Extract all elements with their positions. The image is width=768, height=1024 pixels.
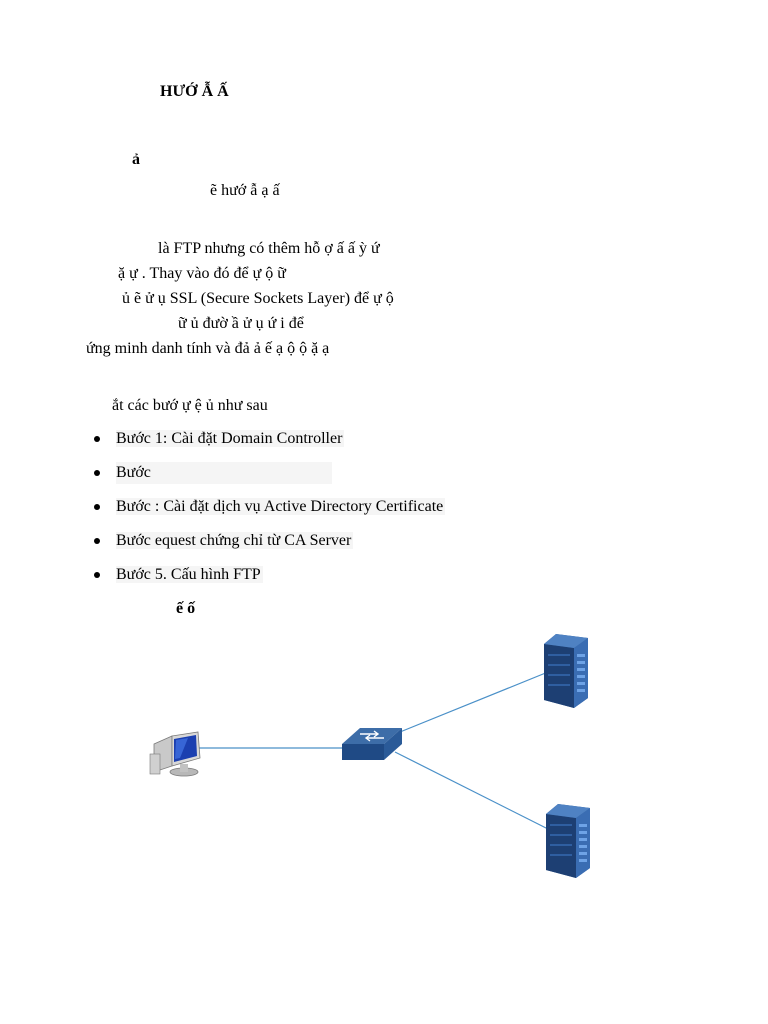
bullet-icon [94, 572, 100, 578]
section-heading: ả [132, 151, 140, 168]
diagram-heading: ế ố [176, 600, 196, 617]
bullet-icon [94, 538, 100, 544]
step-text: Bước 1: Cài đặt Domain Controller [116, 430, 345, 447]
client-computer-icon [149, 731, 201, 777]
list-item: Bước 5. Cấu hình FTP [90, 564, 445, 598]
bullet-icon [94, 470, 100, 476]
link-line [399, 671, 549, 733]
list-item: Bước equest chứng chỉ từ CA Server [90, 530, 445, 564]
bullet-icon [94, 504, 100, 510]
list-item: Bước 1: Cài đặt Domain Controller [90, 428, 445, 462]
page-title: HƯỚ Ẫ Ấ [160, 83, 229, 100]
paragraph-line-3: ủ ẽ ử ụ SSL (Secure Sockets Layer) để ự … [122, 290, 394, 307]
list-item: Bước [90, 462, 445, 496]
list-item: Bước : Cài đặt dịch vụ Active Directory … [90, 496, 446, 530]
step-text: Bước 5. Cấu hình FTP [116, 566, 263, 583]
step-text: Bước : Cài đặt dịch vụ Active Directory … [116, 498, 446, 515]
network-switch-icon [342, 728, 402, 760]
link-line [394, 751, 551, 831]
paragraph-line-5: ứng minh danh tính và đả ả ế ạ ộ ộ ặ ạ [86, 340, 330, 357]
steps-intro: ắt các bướ ự ệ ủ như sau [112, 397, 268, 414]
intro-line: ẽ hướ ẫ ạ ấ [210, 182, 280, 199]
server-icon [544, 634, 588, 708]
server-icon [546, 804, 590, 878]
step-text: Bước equest chứng chỉ từ CA Server [116, 532, 354, 549]
bullet-icon [94, 436, 100, 442]
network-diagram [149, 634, 590, 878]
steps-list: Bước 1: Cài đặt Domain Controller Bước B… [90, 428, 446, 598]
step-text: Bước [116, 462, 332, 484]
paragraph-line-2: ặ ự . Thay vào đó để ự ộ ữ [118, 265, 286, 282]
paragraph-line-1: là FTP nhưng có thêm hỗ ợ ấ ấ ỳ ứ [158, 240, 380, 257]
paragraph-line-4: ữ ủ đườ ầ ử ụ ứ i để [178, 315, 304, 332]
